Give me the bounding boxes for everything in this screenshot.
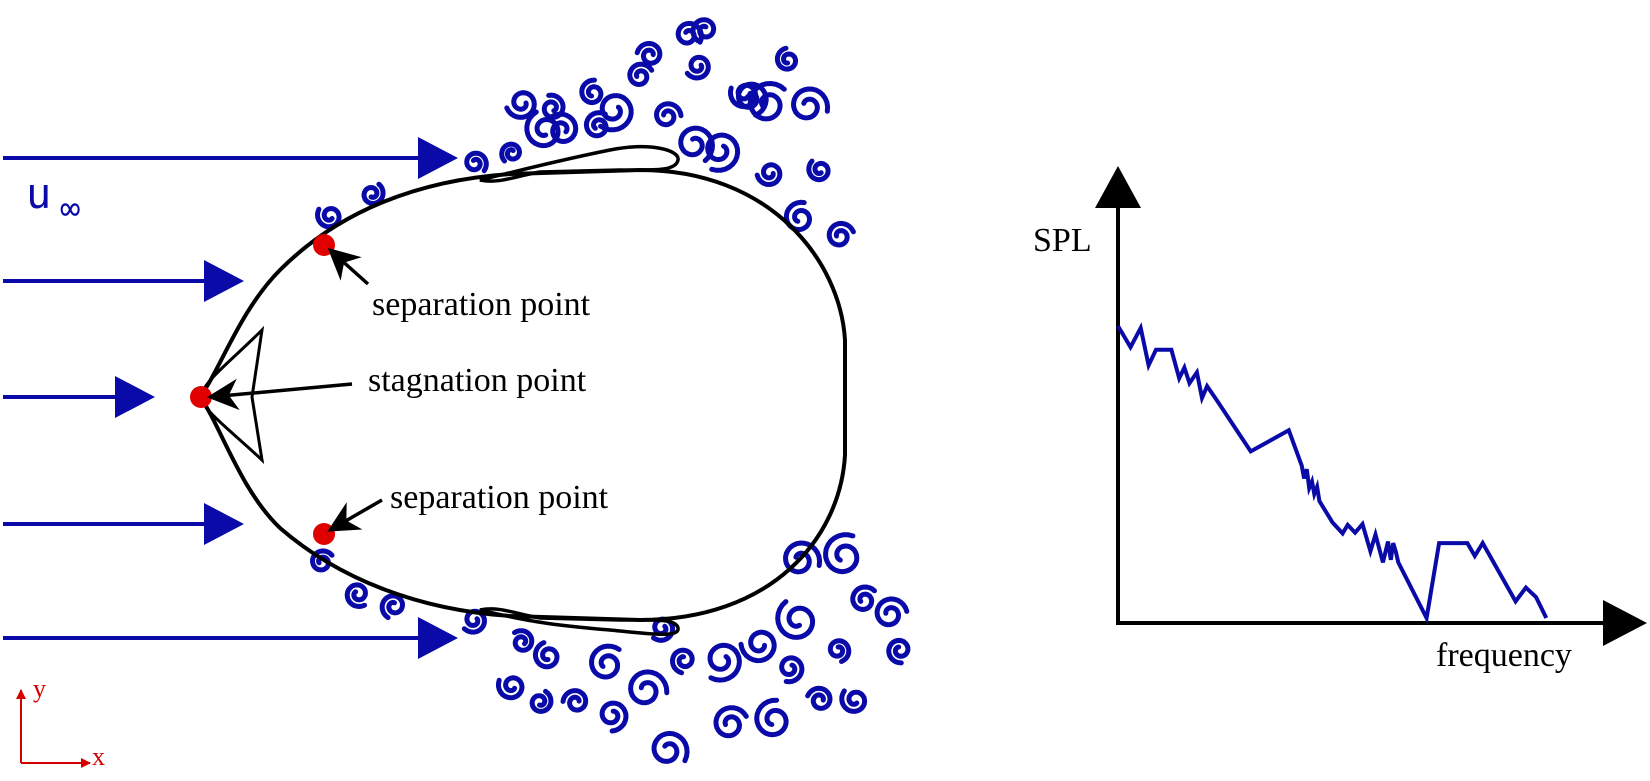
vortex-spiral xyxy=(583,110,609,139)
vortex-spiral xyxy=(361,181,386,207)
vortex-spiral xyxy=(344,582,368,610)
y-axis-label: y xyxy=(33,674,46,703)
vortex-spiral xyxy=(705,132,741,173)
vortex-spiral xyxy=(524,109,561,149)
vortex-spiral xyxy=(499,141,523,164)
flow-arrowhead-5 xyxy=(418,617,458,659)
vortex-group xyxy=(309,17,911,764)
lower-separation-bubble xyxy=(479,607,680,637)
vortex-spiral xyxy=(713,705,749,739)
vortex-spiral xyxy=(627,61,655,88)
flow-arrowhead-3 xyxy=(115,376,155,418)
vortex-spiral xyxy=(651,730,690,764)
vortex-spiral xyxy=(684,54,711,81)
vortex-spiral xyxy=(806,158,831,183)
flow-arrowhead-4 xyxy=(204,503,244,545)
vortex-spiral xyxy=(599,700,629,734)
vortex-spiral xyxy=(826,220,856,248)
vortex-spiral xyxy=(560,688,589,713)
vortex-spiral xyxy=(874,596,910,628)
chart-ylabel: SPL xyxy=(1033,222,1092,259)
vortex-spiral xyxy=(579,77,604,106)
vortex-spiral xyxy=(541,92,566,120)
vortex-spiral xyxy=(783,199,813,232)
bluff-body-outline xyxy=(197,167,847,623)
vortex-spiral xyxy=(512,628,535,653)
freestream-arrows xyxy=(3,137,458,659)
x-axis-label: x xyxy=(92,742,105,771)
freestream-label: u xyxy=(26,169,51,218)
vortex-spiral xyxy=(379,593,406,621)
vortex-spiral xyxy=(707,642,742,683)
flow-arrowhead-2 xyxy=(204,260,244,302)
upper-separation-bubble xyxy=(479,144,680,183)
vortex-spiral xyxy=(653,101,684,128)
vortex-spiral xyxy=(669,647,695,676)
flow-arrowhead-1 xyxy=(418,137,458,179)
vortex-spiral xyxy=(754,162,783,188)
separation-point-bottom-marker xyxy=(313,523,335,545)
vortex-spiral xyxy=(532,640,560,670)
vortex-spiral xyxy=(827,638,852,664)
stagnation-point-label: stagnation point xyxy=(368,362,587,399)
vortex-spiral xyxy=(839,688,868,714)
vortex-spiral xyxy=(504,90,537,120)
vortex-spiral xyxy=(850,584,877,613)
vortex-spiral xyxy=(886,637,911,666)
spectrum-series-line xyxy=(1116,322,1549,625)
pointer-separation-top xyxy=(327,247,370,286)
spl-spectrum-chart: SPL frequency xyxy=(1033,166,1647,674)
vortex-spiral xyxy=(805,685,833,711)
infinity-subscript: ∞ xyxy=(60,189,80,229)
vortex-spiral xyxy=(678,125,716,164)
pointer-separation-bottom xyxy=(327,498,383,532)
vortex-spiral xyxy=(628,669,670,706)
pointer-stagnation xyxy=(206,378,353,411)
vortex-spiral xyxy=(529,688,554,714)
vortex-spiral xyxy=(735,81,769,118)
vortex-spiral xyxy=(775,599,816,640)
vortex-spiral xyxy=(464,150,489,174)
vortex-spiral xyxy=(634,40,663,66)
vortex-spiral xyxy=(779,655,805,685)
vortex-spiral xyxy=(791,86,831,121)
vortex-spiral xyxy=(589,643,622,680)
coordinate-axes: y x xyxy=(16,674,105,771)
vortex-spiral xyxy=(314,206,342,230)
separation-point-top-label: separation point xyxy=(372,286,591,323)
vortex-spiral xyxy=(690,17,717,44)
vortex-spiral xyxy=(598,93,634,133)
vortex-spiral xyxy=(738,629,777,664)
vortex-spiral xyxy=(754,697,789,738)
vortex-spiral xyxy=(774,45,798,72)
chart-y-axis-arrowhead xyxy=(1095,166,1141,208)
separation-point-bottom-label: separation point xyxy=(390,479,609,516)
chart-x-axis-arrowhead xyxy=(1603,600,1647,646)
vortex-spiral xyxy=(496,675,525,701)
vortex-spiral xyxy=(823,532,860,575)
stagnation-point-marker xyxy=(190,386,212,408)
chart-xlabel: frequency xyxy=(1436,637,1572,674)
vortex-spiral xyxy=(547,111,579,145)
